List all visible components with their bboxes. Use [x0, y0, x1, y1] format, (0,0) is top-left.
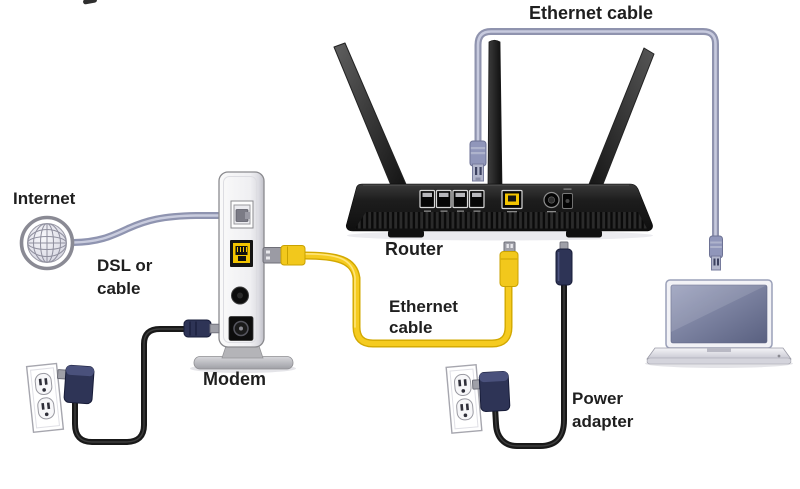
router-power-button — [543, 191, 560, 213]
modem-round-connector — [231, 286, 249, 305]
modem-ethernet-port — [230, 240, 253, 267]
router-antenna-left — [333, 42, 409, 196]
dsl-cable-label-line2: cable — [97, 279, 141, 298]
power-adapter-left — [56, 364, 95, 405]
modem-power-port — [228, 316, 254, 341]
power-cable-modem — [72, 326, 189, 445]
dsl-cable — [70, 212, 241, 246]
laptop-screen — [670, 284, 768, 344]
yellow-cable-plug-router — [499, 241, 519, 287]
dsl-cable-label: DSL or cable — [97, 254, 152, 300]
router-antenna-middle — [487, 39, 503, 189]
power-adapter-middle — [471, 371, 511, 413]
laptop-device — [646, 279, 792, 365]
power-cable-router — [492, 280, 567, 449]
ethernet-cable-mid-label-line2: cable — [389, 318, 433, 337]
ethernet-cable-mid-label-line1: Ethernet — [389, 297, 458, 316]
router-device — [333, 39, 655, 238]
ethernet-plug-router — [469, 140, 487, 182]
modem-label: Modem — [203, 369, 266, 389]
router-internet-port — [501, 189, 523, 213]
router-foot-left — [388, 230, 424, 238]
power-adapter-label-line2: adapter — [572, 412, 634, 431]
laptop-base — [646, 347, 792, 360]
ethernet-plug-laptop — [709, 235, 723, 271]
ethernet-cable-mid-label: Ethernet cable — [389, 296, 458, 338]
modem-dsl-port — [230, 200, 254, 229]
modem-device — [193, 171, 294, 370]
yellow-cable-plug-modem — [262, 245, 306, 266]
yellow-ethernet-cable — [300, 251, 513, 348]
wall-outlet-middle — [445, 363, 483, 434]
power-adapter-label: Power adapter — [572, 387, 633, 433]
internet-label: Internet — [13, 189, 76, 208]
router-foot-right — [566, 230, 602, 238]
laptop-base-lip — [646, 357, 792, 365]
cropped-title-fragment — [83, 0, 97, 5]
ethernet-cable-router-laptop — [474, 28, 719, 242]
power-adapter-label-line1: Power — [572, 389, 624, 408]
router-label: Router — [385, 239, 443, 259]
power-plug-modem — [183, 319, 220, 338]
router-antenna-right — [584, 47, 655, 203]
power-plug-router — [555, 241, 573, 286]
ethernet-cable-top-label: Ethernet cable — [529, 3, 654, 23]
router-vents — [355, 212, 647, 229]
router-power-jack — [562, 188, 573, 209]
wall-outlet-left — [25, 362, 65, 434]
router-lan-ports — [419, 189, 485, 212]
internet-globe-icon — [19, 215, 75, 271]
dsl-cable-label-line1: DSL or — [97, 256, 153, 275]
